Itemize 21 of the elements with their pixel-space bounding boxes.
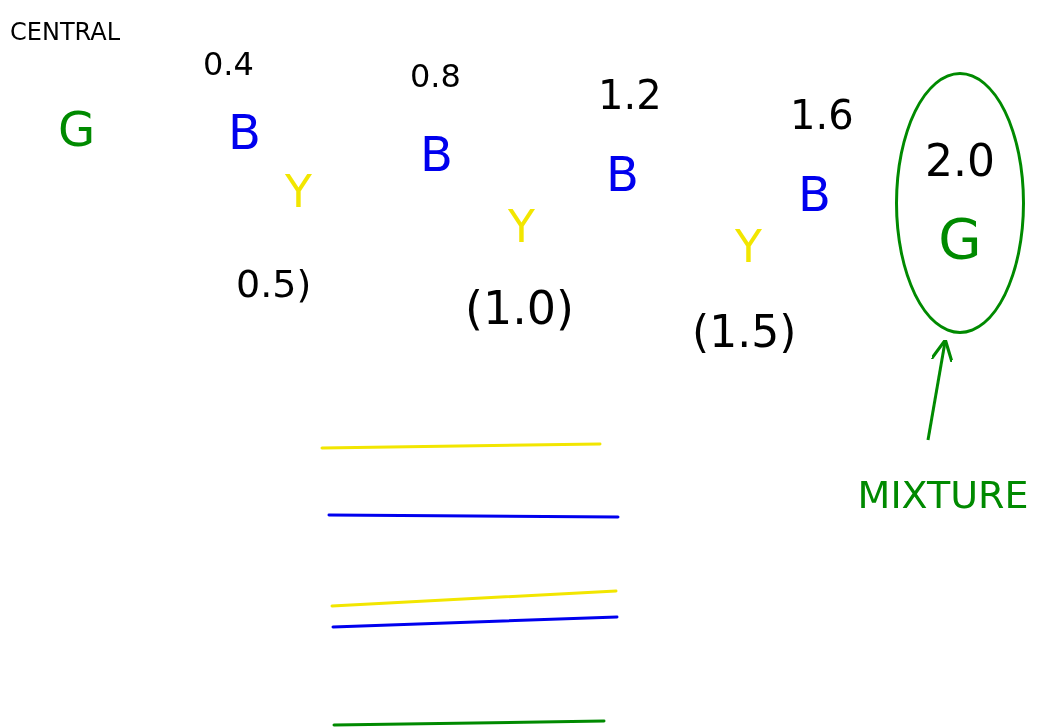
value-label: 1.2 (598, 75, 662, 115)
value-label: (1.5) (692, 310, 797, 354)
letter-label: Y (285, 170, 312, 214)
heading-text: CENTRAL (10, 20, 121, 44)
letter-label: G (938, 211, 982, 267)
letter-label: B (798, 170, 831, 218)
value-label: 0.5) (236, 265, 312, 303)
letter-label: B (420, 130, 453, 178)
value-label: 0.8 (410, 60, 461, 92)
letter-label: B (228, 108, 261, 156)
letter-label: Y (735, 225, 762, 269)
letter-label: B (606, 150, 639, 198)
value-label: 0.4 (203, 48, 254, 80)
value-label: (1.0) (465, 285, 575, 331)
letter-label: G (58, 105, 96, 153)
value-label: 2.0 (925, 139, 995, 183)
letter-label: Y (508, 205, 535, 249)
value-label: 1.6 (790, 95, 854, 135)
arrow (926, 338, 954, 441)
circled-group (895, 72, 1025, 334)
callout-text: MIXTURE (857, 476, 1029, 514)
